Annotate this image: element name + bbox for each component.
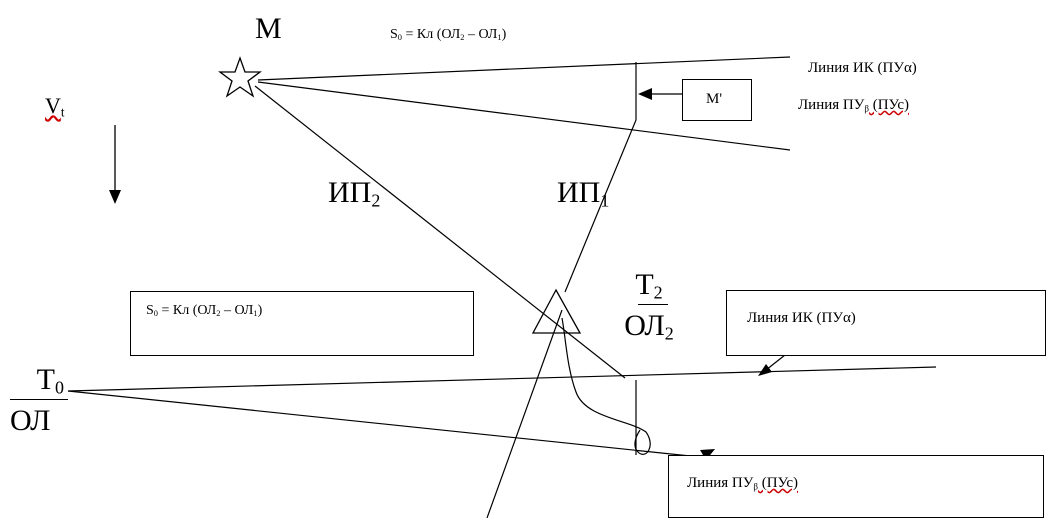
t2-fraction: Т2 ОЛ2 <box>624 268 674 343</box>
star-m-icon <box>218 56 262 98</box>
ip2-label: ИП2 <box>328 176 381 211</box>
ik-box-arrow-icon <box>758 354 786 376</box>
formula-top-label: S0 = Кл (ОЛ2 – ОЛ1) <box>390 27 507 43</box>
pu-line-top <box>257 81 791 151</box>
line-pu-box: Линия ПУβ (ПУс) <box>668 455 1044 518</box>
m-prime-arrow-icon <box>638 88 682 100</box>
ik-line-bottom <box>67 366 937 392</box>
line-pu-top-label: Линия ПУβ (ПУс) <box>798 97 910 114</box>
m-prime-box: М' <box>682 79 752 121</box>
pu-line-bottom <box>67 390 701 458</box>
lower-ip-line <box>486 309 563 518</box>
ip1-line <box>564 119 637 293</box>
vt-arrow-icon <box>109 125 121 204</box>
formula-box: S0 = Кл (ОЛ2 – ОЛ1) <box>130 291 474 356</box>
line-pu-box-label: Линия ПУβ (ПУс) <box>687 475 799 492</box>
line-ik-top-label: Линия ИК (ПУα) <box>808 60 917 76</box>
m-prime-label: М' <box>706 91 723 107</box>
line-ik-box: Линия ИК (ПУα) <box>726 290 1046 356</box>
ip1-label: ИП1 <box>557 176 610 211</box>
t0-fraction: Т0 ОЛ <box>10 365 72 436</box>
vt-label: Vt <box>45 93 65 120</box>
triangle-observer-icon <box>531 288 582 334</box>
point-m-label: М <box>255 12 282 45</box>
ik-line-top <box>257 56 791 81</box>
formula-box-label: S0 = Кл (ОЛ2 – ОЛ1) <box>146 303 263 319</box>
curve-path <box>561 317 651 455</box>
line-ik-box-label: Линия ИК (ПУα) <box>747 310 856 326</box>
